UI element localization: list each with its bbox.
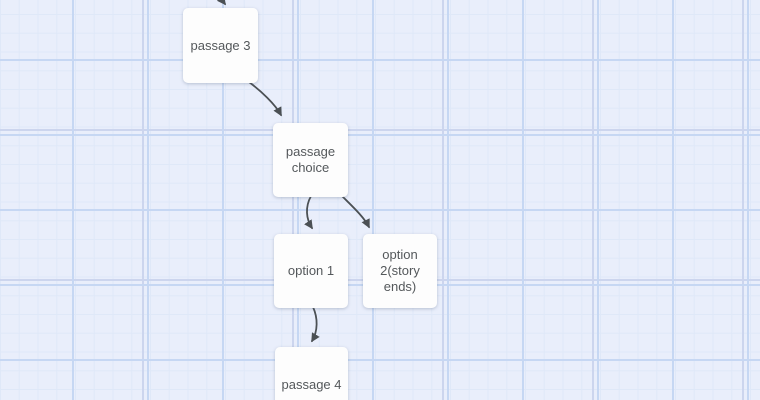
passage-node-option-2[interactable]: option 2(story ends)	[363, 234, 437, 308]
link-arrow-passage-choice-to-option-2	[341, 195, 370, 229]
passage-node-option-1[interactable]: option 1	[274, 234, 348, 308]
passage-node-label: passage 3	[190, 37, 251, 53]
link-arrow-offscreen-to-passage-3	[216, 0, 226, 6]
passage-node-label: option 2(story ends)	[380, 247, 420, 294]
passage-node-label: option 1	[287, 263, 335, 278]
passage-node-label: passage choice	[285, 144, 336, 175]
passage-node-passage-choice[interactable]: passage choice	[273, 123, 348, 197]
link-arrow-passage-choice-to-option-1	[304, 195, 313, 230]
passage-node-label: passage 4	[281, 376, 342, 392]
link-arrow-passage-3-to-passage-choice	[248, 81, 282, 117]
link-arrow-option-1-to-passage-4	[311, 306, 320, 343]
passage-node-passage-4[interactable]: passage 4	[275, 347, 348, 400]
passage-node-passage-3[interactable]: passage 3	[183, 8, 258, 83]
